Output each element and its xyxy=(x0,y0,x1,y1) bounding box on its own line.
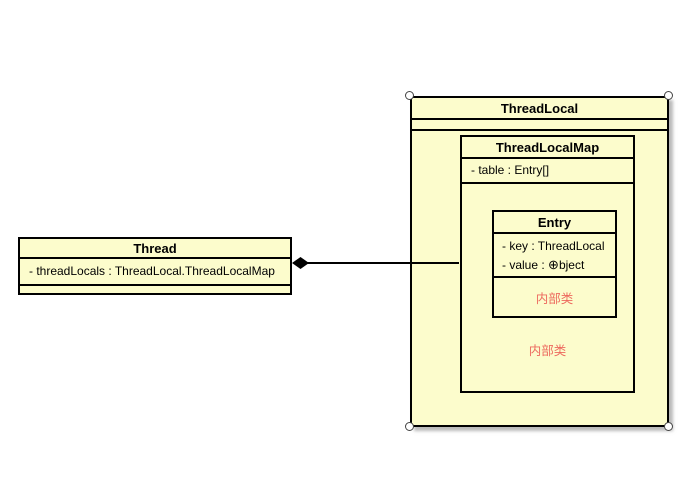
class-operations-thread-empty xyxy=(20,286,290,293)
attribute-value-suffix: bject xyxy=(558,258,585,272)
attribute-value: - value : ⊕bject xyxy=(502,256,615,275)
class-attributes-thread: - threadLocals : ThreadLocal.ThreadLocal… xyxy=(20,259,290,286)
class-title-threadlocal: ThreadLocal xyxy=(412,98,667,120)
crosshair-anchor-icon: ⊕ xyxy=(548,257,559,272)
class-attributes-threadlocal-empty xyxy=(412,120,667,131)
association-line[interactable] xyxy=(294,262,459,264)
class-box-thread[interactable]: Thread - threadLocals : ThreadLocal.Thre… xyxy=(18,237,292,295)
class-box-entry[interactable]: Entry - key : ThreadLocal - value : ⊕bje… xyxy=(492,210,617,318)
class-title-thread: Thread xyxy=(20,239,290,259)
class-title-entry: Entry xyxy=(494,212,615,234)
class-body-entry: 内部类 xyxy=(494,278,615,316)
selection-handle-bottom-right[interactable] xyxy=(664,422,673,431)
attribute-table: - table : Entry[] xyxy=(471,163,550,177)
attribute-key: - key : ThreadLocal xyxy=(502,239,605,253)
selection-handle-bottom-left[interactable] xyxy=(405,422,414,431)
attribute-value-prefix: - value : xyxy=(502,258,549,272)
composition-diamond-icon[interactable] xyxy=(292,257,309,269)
entry-inner-class-label: 内部类 xyxy=(535,291,574,306)
threadlocalmap-inner-class-label: 内部类 xyxy=(528,344,567,358)
class-attributes-entry: - key : ThreadLocal - value : ⊕bject xyxy=(494,234,615,278)
selection-handle-top-right[interactable] xyxy=(664,91,673,100)
class-attributes-threadlocalmap: - table : Entry[] xyxy=(462,159,633,184)
attribute-threadlocals: - threadLocals : ThreadLocal.ThreadLocal… xyxy=(29,264,275,278)
class-title-threadlocalmap: ThreadLocalMap xyxy=(462,137,633,159)
selection-handle-top-left[interactable] xyxy=(405,91,414,100)
